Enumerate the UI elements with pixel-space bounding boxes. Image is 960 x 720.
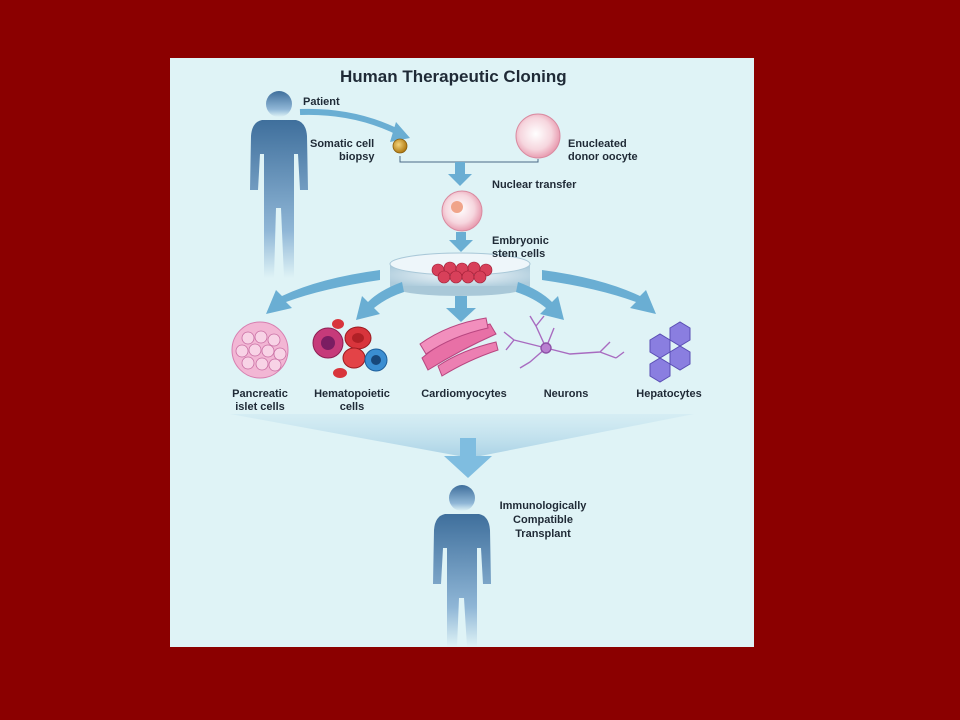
- pancreatic-islet-cells: [231, 321, 289, 379]
- stem-cells-label-line1: Embryonic: [492, 235, 549, 247]
- diagram-artwork: [230, 91, 694, 647]
- cardiomyocytes: [419, 317, 499, 377]
- stem-cells-label-line2: stem cells: [492, 248, 546, 260]
- neurons-label: Neurons: [543, 388, 589, 400]
- oocyte-label-line1: Enucleated: [568, 138, 627, 150]
- transplant-label-line3: Transplant: [515, 528, 571, 540]
- somatic-label-line1: Somatic cell: [310, 138, 375, 150]
- hematopoietic-cells: [312, 319, 388, 378]
- neuron: [503, 315, 625, 369]
- diagram-panel: Human Therapeutic Cloning Patient Somati…: [170, 58, 754, 647]
- hematopoietic-label-line2: cells: [339, 401, 365, 413]
- transplant-label-line2: Compatible: [513, 514, 573, 526]
- hematopoietic-label-line1: Hematopoietic: [314, 388, 390, 400]
- patient-figure: [250, 91, 308, 278]
- join-bracket: [399, 156, 539, 163]
- converge-funnel: [230, 414, 694, 458]
- oocyte-label-line2: donor oocyte: [568, 151, 638, 163]
- transplant-figure: [433, 485, 491, 647]
- transplant-label-line1: Immunologically: [499, 500, 587, 512]
- fan-arrows: [266, 270, 656, 322]
- petri-dish: [389, 252, 531, 296]
- pancreatic-label-line1: Pancreatic: [232, 388, 288, 400]
- reconstructed-egg: [441, 190, 483, 232]
- patient-label: Patient: [303, 96, 340, 108]
- hepatocytes: [649, 321, 691, 383]
- somatic-cell: [392, 138, 408, 154]
- hepatocytes-label: Hepatocytes: [636, 388, 702, 400]
- nuclear-transfer-label: Nuclear transfer: [492, 179, 577, 191]
- diagram-title: Human Therapeutic Cloning: [340, 67, 567, 86]
- somatic-label-line2: biopsy: [339, 151, 375, 163]
- cardiomyocytes-label: Cardiomyocytes: [421, 388, 507, 400]
- pancreatic-label-line2: islet cells: [235, 401, 285, 413]
- donor-oocyte: [515, 113, 561, 159]
- patient-arrow: [299, 108, 402, 136]
